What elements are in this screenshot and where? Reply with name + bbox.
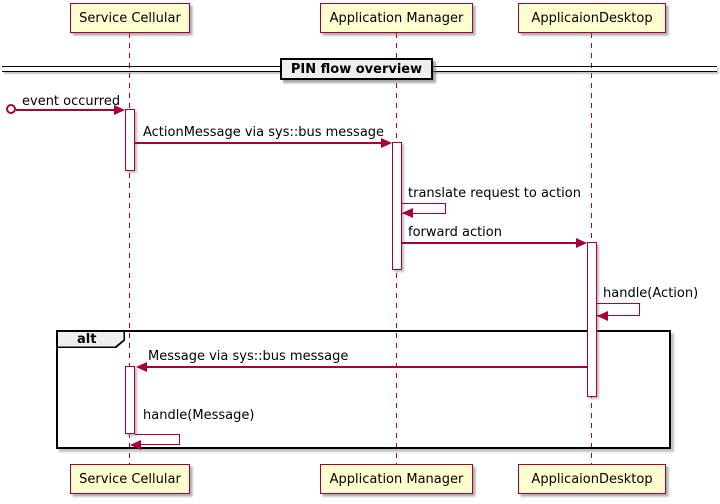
participant-applicaiondesktop-top: ApplicaionDesktop (518, 3, 666, 33)
arrowhead-left-icon (130, 440, 141, 450)
alt-operator-tab-fill (58, 332, 124, 347)
participant-label: ApplicaionDesktop (531, 471, 653, 487)
self-message-loop-handle-message (135, 434, 180, 445)
participant-applicaiondesktop-bottom: ApplicaionDesktop (518, 464, 666, 494)
arrowhead-right-icon (114, 105, 125, 115)
message-line-actionmessage (135, 142, 383, 144)
participant-label: Service Cellular (79, 10, 181, 26)
message-label-translate: translate request to action (408, 186, 581, 201)
arrowhead-left-icon (402, 208, 413, 218)
participant-service-cellular-top: Service Cellular (70, 3, 190, 33)
lifeline-service-cellular (129, 33, 130, 464)
arrowhead-left-icon (136, 362, 147, 372)
self-message-loop-handle-action (597, 303, 640, 316)
alt-operator-label: alt (77, 332, 97, 347)
message-label-handle-action: handle(Action) (603, 286, 699, 301)
message-line-message-via-bus (146, 366, 587, 368)
arrowhead-left-icon (597, 311, 608, 321)
participant-application-manager-bottom: Application Manager (320, 464, 473, 494)
self-message-loop-translate (402, 203, 446, 214)
message-label-message-via-bus: Message via sys::bus message (148, 349, 349, 364)
divider-title: PIN flow overview (280, 58, 433, 80)
message-label-forward-action: forward action (408, 225, 502, 240)
activation-service-cellular-2 (125, 366, 135, 434)
alt-operator-tab: alt (58, 332, 125, 348)
message-label-event-occurred: event occurred (22, 94, 121, 109)
participant-label: ApplicaionDesktop (531, 10, 653, 26)
message-line-forward-action (402, 242, 577, 244)
activation-service-cellular-1 (125, 109, 135, 171)
alt-fragment-frame (56, 330, 671, 449)
participant-label: Application Manager (329, 10, 464, 26)
participant-label: Application Manager (329, 471, 464, 487)
message-label-handle-message: handle(Message) (143, 408, 255, 423)
participant-service-cellular-bottom: Service Cellular (70, 464, 190, 494)
participant-label: Service Cellular (79, 471, 181, 487)
activation-application-manager (392, 142, 402, 270)
found-message-circle-icon (6, 104, 16, 114)
participant-application-manager-top: Application Manager (320, 3, 473, 33)
arrowhead-right-icon (576, 238, 587, 248)
message-label-actionmessage: ActionMessage via sys::bus message (143, 125, 385, 140)
divider-title-label: PIN flow overview (290, 61, 423, 77)
activation-applicaiondesktop (587, 242, 597, 397)
arrowhead-right-icon (381, 138, 392, 148)
message-line-event-occurred (16, 109, 116, 111)
